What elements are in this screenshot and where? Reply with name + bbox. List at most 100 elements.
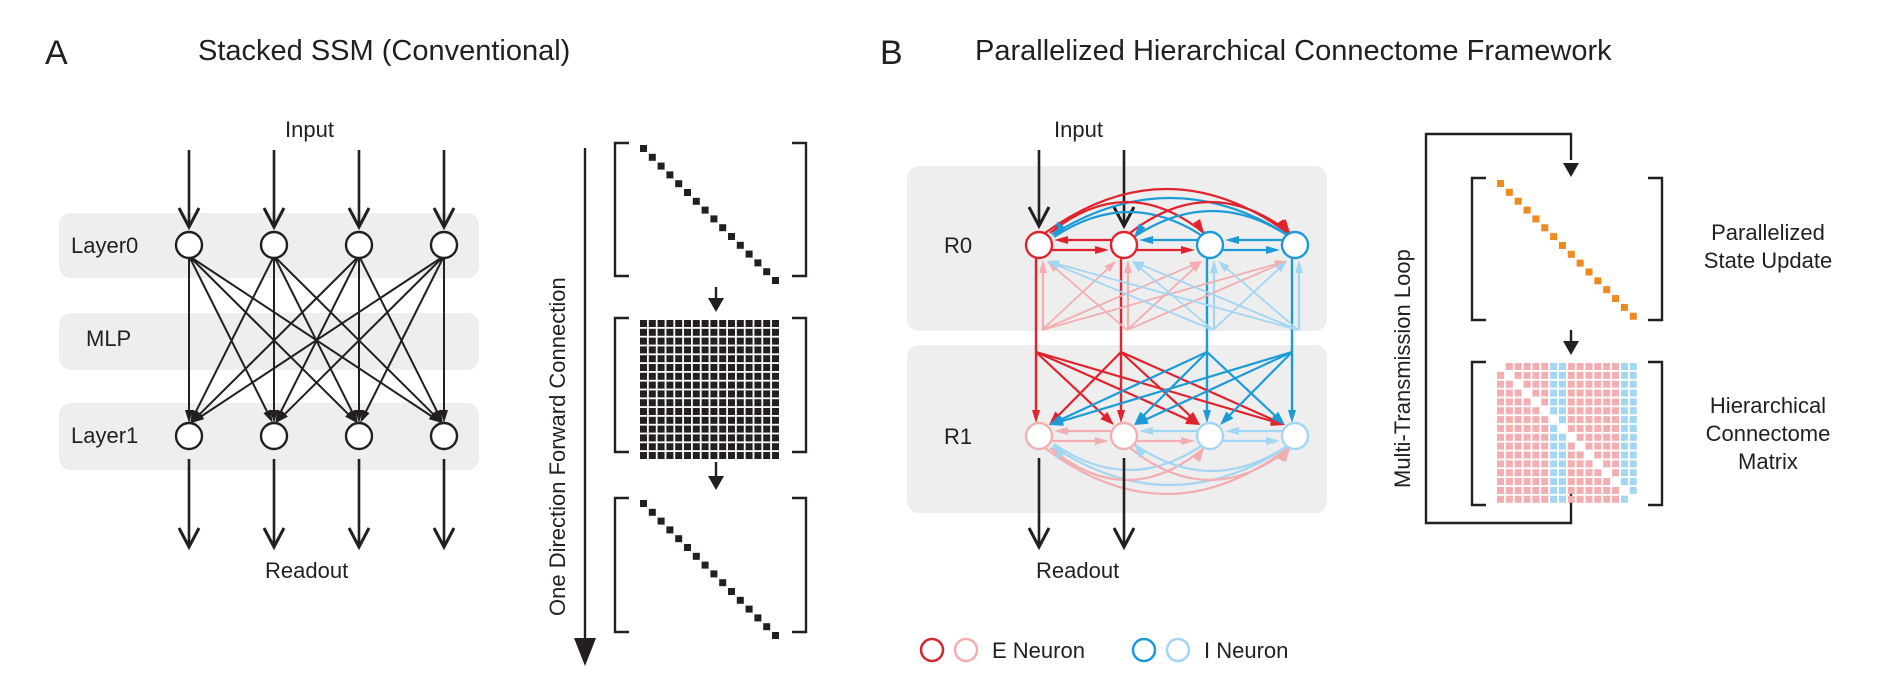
matrix-1-cell (692, 443, 700, 451)
matrix-1-cell (648, 390, 656, 398)
matrix-0-cell (745, 250, 753, 258)
connectome-cell (1497, 407, 1504, 415)
matrix-1-cell (754, 390, 762, 398)
connectome-cell (1576, 371, 1584, 379)
b-r1-arc-i3-e1-head (1134, 444, 1146, 458)
connectome-cell (1497, 460, 1504, 468)
b-r1-arc-i2-e0 (1053, 443, 1205, 472)
connectome-cell (1541, 460, 1549, 468)
connectome-cell (1532, 460, 1540, 468)
connectome-cell (1505, 486, 1513, 494)
readout-arrow-3-head (432, 527, 456, 551)
state-update-label-line1: Parallelized (1711, 220, 1825, 245)
matrix-1-cell (719, 452, 727, 459)
matrix-1-cell (736, 399, 744, 407)
matrix-1-cell (763, 434, 771, 442)
matrix-1-cell (728, 372, 735, 380)
matrix-1-cell (772, 399, 779, 407)
connectome-cell (1523, 460, 1531, 468)
matrix-1-cell (745, 390, 753, 398)
connectome-cell (1532, 371, 1540, 379)
matrix-1-cell (763, 328, 771, 336)
r0-neuron-2 (1195, 230, 1225, 260)
b-r0-arc-e0-i2 (1049, 200, 1205, 234)
connectome-cell (1620, 451, 1628, 459)
matrix-1-cell (648, 434, 656, 442)
connectome-cell (1585, 416, 1593, 424)
matrix-1-cell (763, 320, 771, 327)
connectome-cell (1620, 380, 1628, 388)
connectome-cell (1629, 389, 1637, 397)
connectome-label-line2: Connectome (1706, 421, 1831, 446)
matrix-1-cell (675, 416, 683, 424)
connectome-cell (1612, 398, 1620, 406)
matrix-0-cell (675, 180, 683, 188)
matrix-1-cell (692, 425, 700, 433)
connectome-cell (1576, 398, 1584, 406)
r1-neuron-0 (1024, 421, 1054, 451)
connectome-cell (1558, 451, 1566, 459)
matrix-2-cell (701, 561, 709, 569)
connectome-cell (1576, 389, 1584, 397)
connectome-cell (1497, 469, 1504, 477)
matrix-1-cell (728, 416, 735, 424)
connectome-cell (1585, 478, 1593, 486)
connectome-cell (1514, 469, 1522, 477)
matrix-1-cell (701, 399, 709, 407)
connectome-cell (1576, 416, 1584, 424)
matrix-1-cell (640, 320, 647, 327)
matrix-1-cell (772, 381, 779, 389)
matrix-1-cell (710, 434, 718, 442)
matrix-1-cell (640, 434, 647, 442)
b-feedback-1-3 (1126, 263, 1280, 331)
matrix-1-cell (754, 364, 762, 371)
matrix-1-cell (666, 364, 674, 371)
matrix-1-cell (710, 452, 718, 459)
matrix-1-cell (666, 372, 674, 380)
matrix-2-cell (640, 500, 647, 507)
connection-1-3 (273, 255, 437, 418)
matrix-1-cell (648, 337, 656, 345)
connectome-cell (1603, 486, 1611, 494)
matrix-1-cell (648, 381, 656, 389)
matrix-1-cell (657, 434, 665, 442)
matrix-1-cell (728, 434, 735, 442)
b-r0-lateral-right-0-head (1095, 246, 1109, 254)
connectome-cell (1514, 460, 1522, 468)
connectome-cell (1514, 363, 1522, 370)
state-update-cell (1550, 233, 1558, 241)
connectome-cell (1567, 486, 1575, 494)
connection-0-3 (188, 255, 435, 419)
matrix-1-cell (648, 408, 656, 415)
b-forward-1-3 (1120, 350, 1277, 423)
connection-1-3-head (430, 411, 443, 423)
matrix-1-cell (719, 416, 727, 424)
matrix-1-cell (675, 390, 683, 398)
panel-b-readout-label: Readout (1036, 558, 1119, 583)
connectome-cell (1505, 363, 1513, 370)
connectome-cell (1603, 407, 1611, 415)
matrix-1-cell (728, 452, 735, 459)
matrix-1-cell (728, 425, 735, 433)
matrix-0-cell (728, 233, 735, 240)
state-update-cell (1497, 180, 1504, 187)
connectome-label-line1: Hierarchical (1710, 393, 1826, 418)
connectome-cell (1541, 442, 1549, 450)
b-feedback-2-0 (1054, 263, 1214, 331)
connectome-cell (1514, 398, 1522, 406)
connectome-cell (1594, 398, 1602, 406)
r1-neuron-2 (1195, 421, 1225, 451)
loop-line (1424, 132, 1573, 525)
connectome-cell (1612, 424, 1620, 432)
b-r0-arc-i3-e1-head (1134, 223, 1146, 237)
connectome-cell (1576, 380, 1584, 388)
matrix-1-cell (640, 328, 647, 336)
matrix-1-cell (754, 434, 762, 442)
connectome-cell (1612, 416, 1620, 424)
connectome-cell (1523, 469, 1531, 477)
b-r0-lateral-right-2-head (1266, 246, 1280, 254)
matrix-1-cell (684, 434, 691, 442)
matrix-1-cell (675, 434, 683, 442)
connectome-cell (1532, 478, 1540, 486)
connection-3-1-head (275, 411, 288, 423)
